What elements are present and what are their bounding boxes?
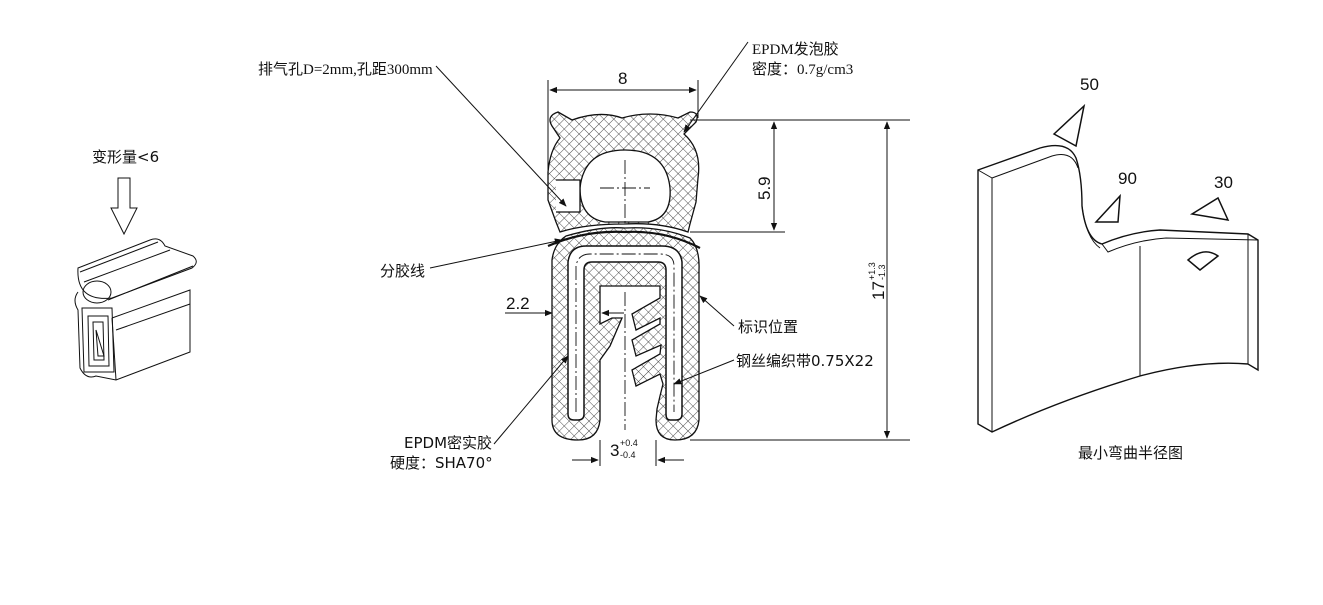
foam-height-dimension: 5.9 [755,176,774,200]
radius-50-label: 50 [1080,75,1099,94]
svg-text:3: 3 [610,441,619,460]
bent-strip [977,144,1259,433]
gap-dimension: 3 +0.4 -0.4 [610,438,638,460]
solid-clamp-body [551,227,700,441]
radius-marker-50-icon [1052,103,1086,148]
width-dimension: 8 [618,69,627,88]
radius-marker-90-icon [1094,193,1121,223]
solid-hardness-callout: 硬度：SHA70° [390,454,493,472]
radius-30-label: 30 [1214,173,1233,192]
steel-wire-band [567,245,683,421]
seal-3d-view: 变形量<6 [74,148,197,381]
seal-cross-section: 8 5.9 17 +1.3 -1.3 2.2 3 +0.4 -0.4 排气孔D=… [258,41,910,472]
down-arrow-icon [110,177,138,236]
deformation-label: 变形量<6 [92,148,159,166]
radius-90-label: 90 [1118,169,1137,188]
svg-text:17: 17 [869,281,888,300]
svg-text:+0.4: +0.4 [620,438,638,448]
solid-material-callout: EPDM密实胶 [404,434,492,452]
marking-position-callout: 标识位置 [738,318,798,336]
radius-marker-30-icon [1189,196,1230,221]
steel-wire-callout: 钢丝编织带0.75X22 [736,352,874,370]
wall-dimension: 2.2 [506,294,530,313]
svg-text:-0.4: -0.4 [620,450,636,460]
foam-material-callout: EPDM发泡胶 [752,41,839,58]
bend-radius-view: 50 90 30 最小弯曲半径图 [977,75,1259,462]
bend-view-title: 最小弯曲半径图 [1078,444,1183,462]
vent-hole-callout: 排气孔D=2mm,孔距300mm [258,61,433,78]
svg-text:+1.3: +1.3 [867,262,877,280]
parting-line-callout: 分胶线 [380,262,425,280]
total-height-dimension: 17 +1.3 -1.3 [867,262,888,300]
foam-density-callout: 密度：0.7g/cm3 [752,61,853,78]
radius-marker-inner-icon [1186,251,1220,271]
svg-text:-1.3: -1.3 [877,264,887,280]
